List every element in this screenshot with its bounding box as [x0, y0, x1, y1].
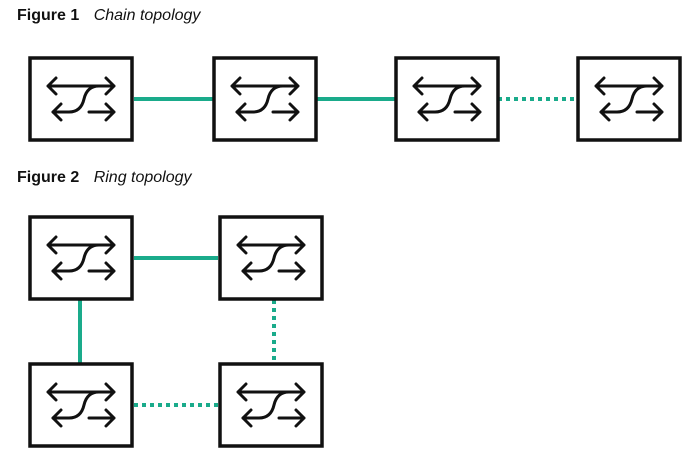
figure-2-number: Figure 2: [17, 169, 80, 186]
ring-topology-diagram: [28, 215, 324, 448]
figure-1-caption: Chain topology: [93, 7, 201, 24]
switch-icon: [28, 362, 134, 448]
switch-icon: [28, 215, 134, 301]
figure-1-number: Figure 1: [17, 7, 80, 24]
figure-2-caption: Ring topology: [93, 169, 192, 186]
switch-icon: [218, 215, 324, 301]
switch-icon: [218, 362, 324, 448]
figure-1-title: Figure 1 Chain topology: [17, 7, 200, 25]
figure-2-title: Figure 2 Ring topology: [17, 169, 192, 187]
switch-icon: [576, 56, 682, 142]
chain-topology-diagram: [28, 56, 682, 142]
switch-icon: [212, 56, 318, 142]
switch-icon: [394, 56, 500, 142]
switch-icon: [28, 56, 134, 142]
